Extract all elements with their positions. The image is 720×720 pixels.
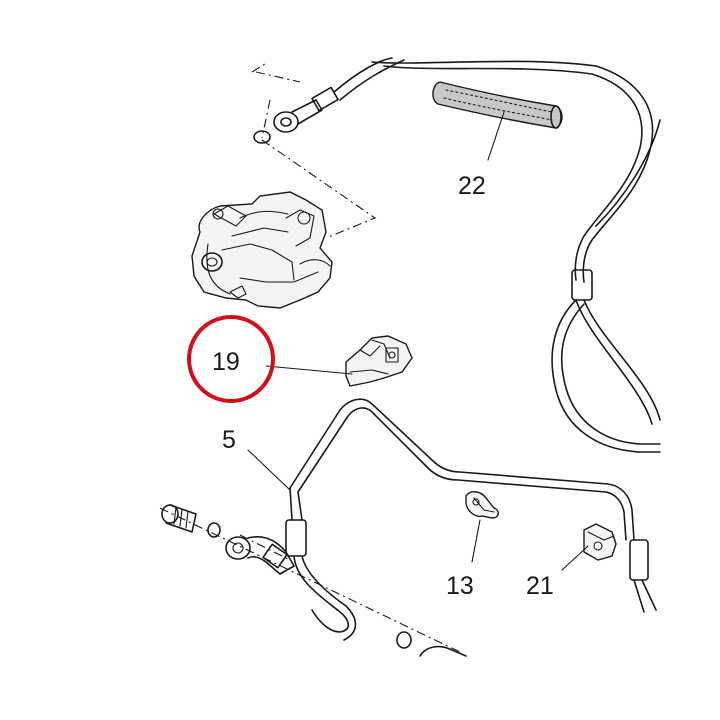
- brake-hose-loop: [371, 60, 661, 453]
- callout-19: 19: [212, 348, 240, 376]
- callout-21: 21: [526, 572, 554, 600]
- caliper-assembly: [191, 191, 333, 309]
- clip-13: [465, 491, 499, 519]
- callout-5: 5: [222, 426, 236, 454]
- clip-21: [583, 523, 617, 561]
- upper-banjo-fitting: [253, 57, 405, 144]
- highlight-circle: [187, 315, 275, 403]
- callout-13: 13: [446, 572, 474, 600]
- clip-19: [345, 335, 413, 387]
- assembly-guide-lines: [159, 61, 461, 653]
- lower-washer: [396, 631, 467, 657]
- leader-lines: [247, 111, 589, 571]
- callout-22: 22: [458, 172, 486, 200]
- brake-line-5: [285, 398, 657, 641]
- lower-banjo-fitting: [161, 504, 295, 575]
- hose-sleeve-22: [432, 81, 563, 129]
